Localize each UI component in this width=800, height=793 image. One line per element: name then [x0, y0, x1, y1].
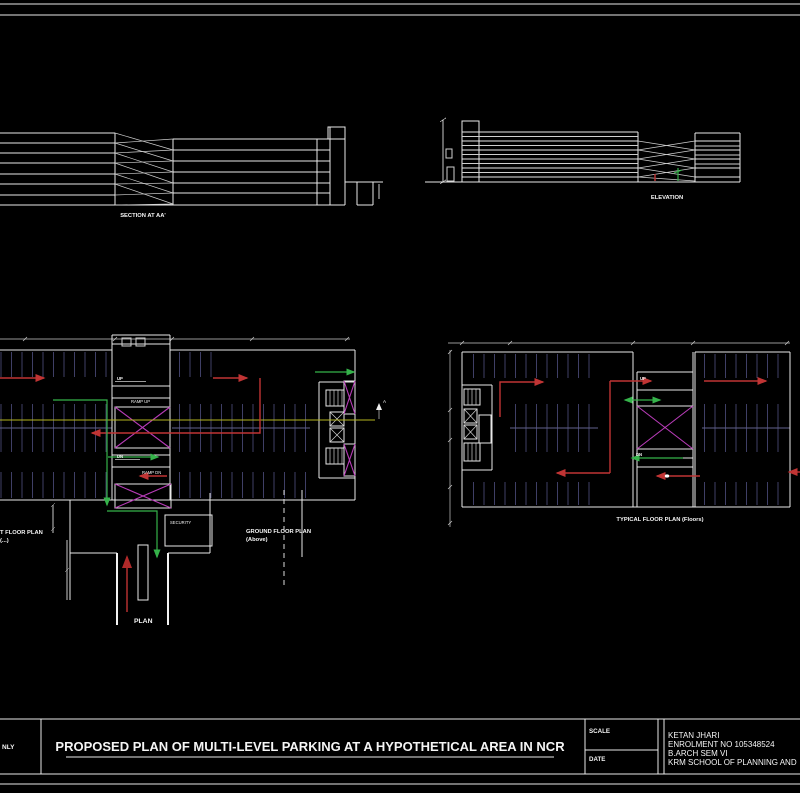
ramp-dn-short-label: DN — [117, 454, 123, 459]
cut-plan-title: T FLOOR PLAN — [0, 530, 43, 536]
author-school: KRM SCHOOL OF PLANNING AND — [668, 758, 797, 767]
ramp-down-box — [114, 483, 172, 509]
elevation-site-symbols — [654, 168, 683, 181]
ramp-up-short-label: UP — [117, 376, 123, 381]
parking-stalls — [0, 352, 310, 498]
typical-plan-walls — [461, 351, 791, 508]
author-info: KETAN JHARI ENROLMENT NO 105348524 B.ARC… — [668, 731, 797, 767]
ramp-up-label: RAMP UP — [131, 399, 150, 404]
author-enrolment: ENROLMENT NO 105348524 — [668, 740, 775, 749]
ground-plan-title: GROUND FLOOR PLAN — [246, 529, 311, 535]
typical-parking-stalls — [464, 354, 790, 505]
title-block: NLY PROPOSED PLAN OF MULTI-LEVEL PARKING… — [0, 718, 800, 785]
date-label: DATE — [589, 756, 605, 763]
title-block-left-text: NLY — [2, 744, 15, 751]
section-ramp-lines — [114, 132, 174, 206]
author-course: B.ARCH SEM VI — [668, 749, 728, 758]
typical-up-label: UP — [640, 376, 646, 381]
typical-ramp-box — [636, 405, 694, 450]
sheet-border-top — [0, 3, 800, 16]
elevation-drawing: ELEVATION — [425, 117, 741, 201]
section-arrow-label: A — [383, 399, 386, 404]
typical-plan-dimensions — [447, 340, 790, 527]
ramp-up-box — [114, 406, 171, 449]
ground-plan-circulation — [0, 368, 356, 559]
section-cut-line: A — [0, 399, 386, 421]
typical-plan-circulation — [499, 377, 800, 480]
entry-booth-label: SECURITY — [170, 520, 191, 525]
section-label: SECTION AT AA' — [120, 213, 166, 219]
drawing-title: PROPOSED PLAN OF MULTI-LEVEL PARKING AT … — [55, 739, 565, 754]
ground-floor-plan: A UP RAMP UP DN RAMP DN GROUND FLOOR PLA… — [0, 334, 386, 559]
typical-stair-lift-core — [463, 388, 492, 462]
elevation-label: ELEVATION — [651, 195, 683, 201]
entry-plan-label: PLAN — [134, 618, 153, 625]
stair-lift-core — [325, 380, 356, 477]
typical-plan-title: TYPICAL FLOOR PLAN (Floors) — [616, 517, 703, 523]
cut-plan-subtitle: (...) — [0, 538, 9, 544]
section-drawing: SECTION AT AA' — [0, 126, 383, 219]
ground-plan-subtitle: (Above) — [246, 537, 268, 543]
ramp-dn-label: RAMP DN — [142, 470, 161, 475]
scale-label: SCALE — [589, 728, 610, 735]
elevation-ramp-lines — [637, 140, 696, 182]
ground-plan-dimension — [0, 336, 350, 342]
typical-dn-label: DN — [636, 452, 642, 457]
entry-drive: SECURITY PLAN — [50, 490, 303, 625]
typical-floor-plan: UP DN TYPICAL FLOOR PLAN (Floors) — [447, 340, 800, 527]
ground-plan-walls — [0, 334, 356, 501]
author-name: KETAN JHARI — [668, 731, 719, 740]
